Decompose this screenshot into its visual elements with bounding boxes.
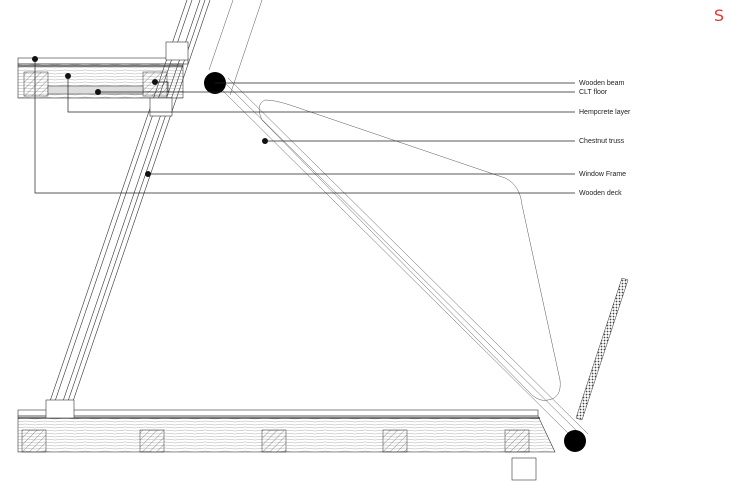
- window-frame: [45, 0, 537, 481]
- label-wooden-deck: Wooden deck: [579, 190, 622, 197]
- label-clt-floor: CLT floor: [579, 89, 608, 96]
- label-hempcrete: Hempcrete layer: [579, 109, 631, 116]
- mesh-screen: [575, 277, 629, 421]
- lower-floor-slab: [17, 409, 556, 453]
- section-mark: S: [713, 6, 724, 25]
- label-chestnut-truss: Chestnut truss: [579, 138, 625, 145]
- wooden-beam-lower: [564, 430, 586, 452]
- leader-lines: [34, 59, 575, 194]
- leader-dots: [32, 56, 268, 177]
- outer-shell-lines: [208, 0, 589, 441]
- label-window-frame: Window Frame: [579, 171, 626, 178]
- label-wooden-beam: Wooden beam: [579, 80, 625, 87]
